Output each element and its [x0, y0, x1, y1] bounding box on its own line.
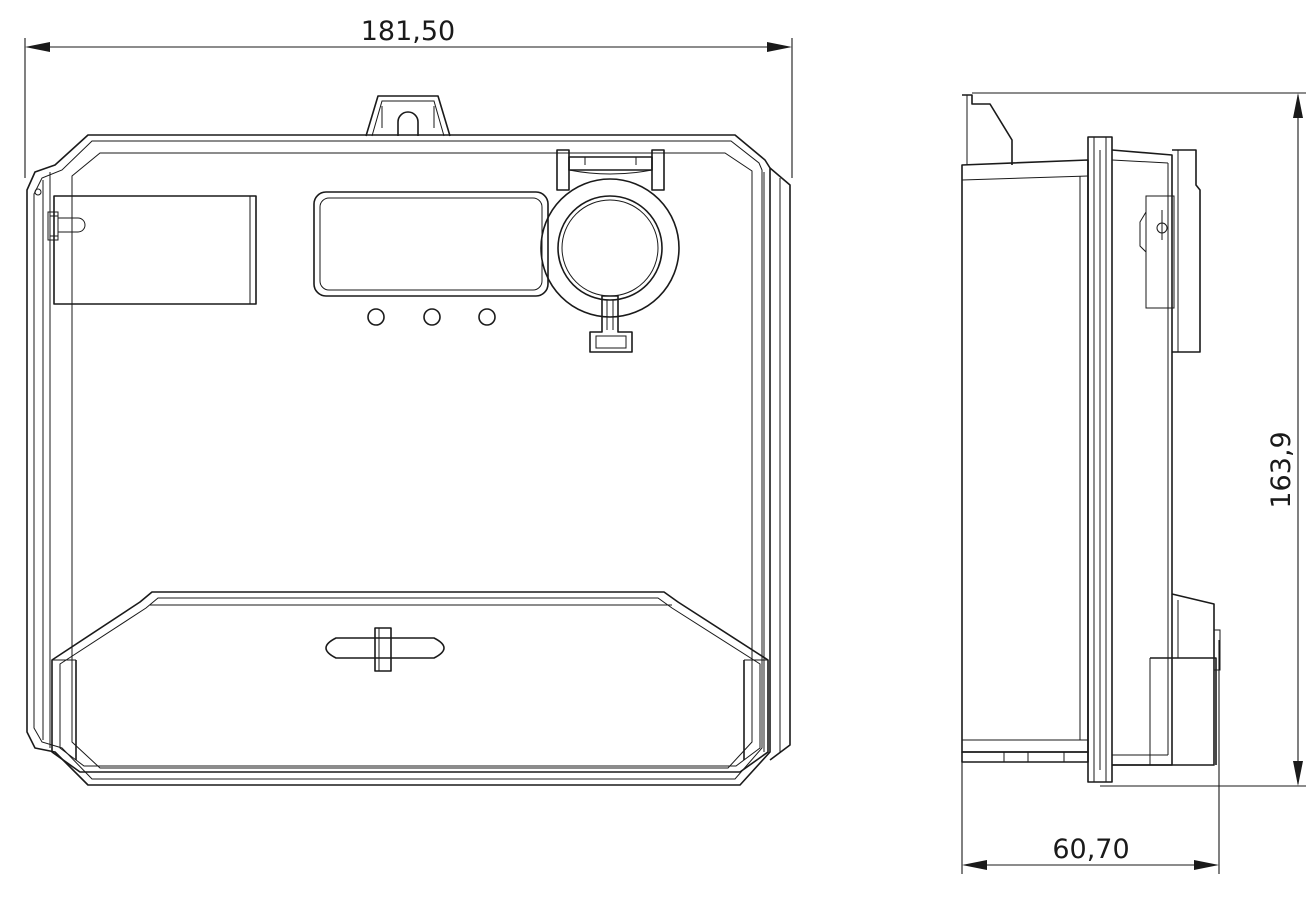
- width-dimension: 181,50: [24, 16, 793, 178]
- led-2: [423, 308, 441, 326]
- side-body: [961, 136, 1221, 783]
- label-plate: [47, 195, 257, 305]
- height-dimension: 163,9: [972, 92, 1306, 787]
- terminal-cover: [51, 591, 769, 773]
- front-view: 181,50: [24, 16, 793, 786]
- display-window: [313, 191, 549, 297]
- led-3: [478, 308, 496, 326]
- side-view: 163,9 60,70: [961, 92, 1306, 874]
- optical-port: [540, 149, 680, 353]
- side-hook: [962, 94, 1013, 165]
- depth-dimension: 60,70: [961, 640, 1220, 874]
- indicator-leds: [367, 308, 496, 326]
- led-1: [367, 308, 385, 326]
- width-dimension-label: 181,50: [361, 16, 455, 47]
- height-dimension-label: 163,9: [1266, 431, 1297, 508]
- hanging-hook: [365, 95, 451, 137]
- housing-outline: [26, 134, 791, 786]
- depth-dimension-label: 60,70: [1052, 834, 1129, 865]
